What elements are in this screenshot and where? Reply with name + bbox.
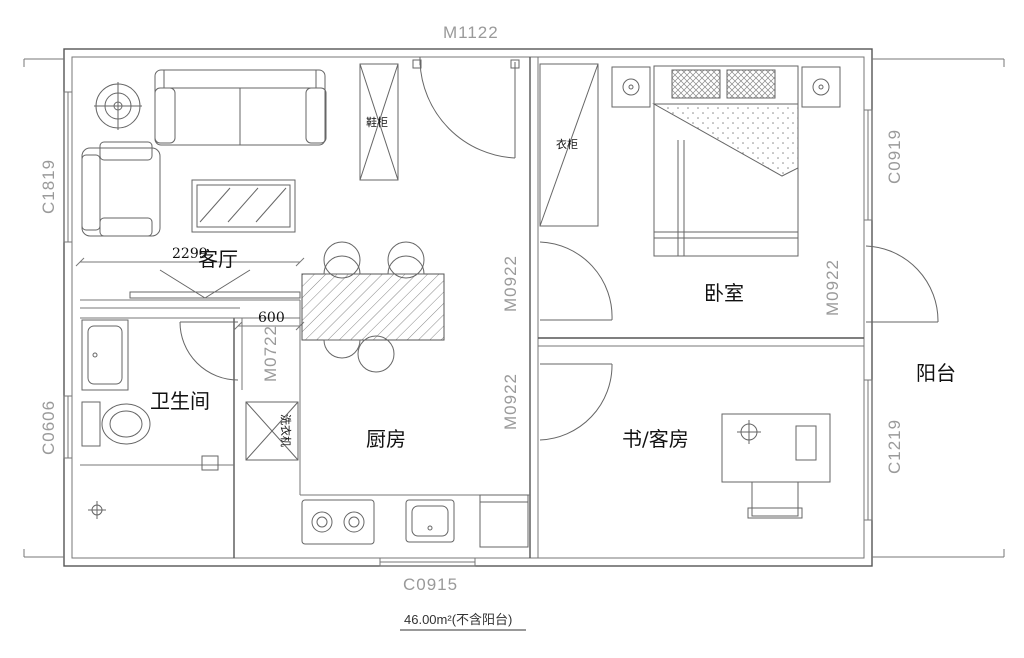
kitchen-sink [405,499,455,543]
shoe-cabinet [359,63,399,181]
sofa [154,69,327,146]
entry-door-code: M1122 [443,23,499,42]
door-bedroom-left-code: M0922 [501,255,520,312]
stove [301,499,375,545]
door-study-code: M0922 [501,373,520,430]
room-kitchen-label: 厨房 [366,427,406,451]
washing-machine [245,401,299,461]
shoe-cabinet-label: 鞋柜 [366,115,388,129]
floor-drain [201,455,219,471]
room-bathroom-label: 卫生间 [150,389,210,413]
room-living-label: 客厅 [198,247,238,271]
window-left-bottom-code: C0606 [39,400,58,455]
doors [179,57,939,441]
window-right-top-code: C0919 [885,129,904,184]
coffee-table [191,179,296,233]
desk [721,413,831,483]
armchair [81,141,161,237]
lamp [94,82,142,130]
windows [63,91,873,567]
door-kitchen-code: M0722 [261,325,280,382]
washer-label: 洗衣机 [279,414,293,447]
room-balcony-label: 阳台 [916,361,956,385]
bed [652,65,799,257]
desk-chair [747,481,803,519]
interior-walls [80,57,864,558]
room-study-label: 书/客房 [622,427,689,451]
window-left-top-code: C1819 [39,159,58,214]
area-label: 46.00m²(不含阳台) [404,612,512,627]
dining-table [301,241,445,373]
door-balcony-code: M0922 [823,259,842,316]
living-width-label: 2299 [172,246,208,262]
nightstand-right [801,66,841,108]
shower-drain [88,501,106,519]
room-bedroom-label: 卧室 [704,281,744,305]
bath-gap-label: 600 [258,310,285,326]
wardrobe-label: 衣柜 [556,137,578,151]
window-bottom-code: C0915 [403,575,458,594]
toilet [81,401,151,447]
tv-stand [129,269,301,299]
nightstand-left [611,66,651,108]
living-width-dimension [75,257,305,267]
window-right-bottom-code: C1219 [885,419,904,474]
bathroom-sink [81,319,129,391]
wardrobe [539,63,599,227]
refrigerator [479,494,529,548]
